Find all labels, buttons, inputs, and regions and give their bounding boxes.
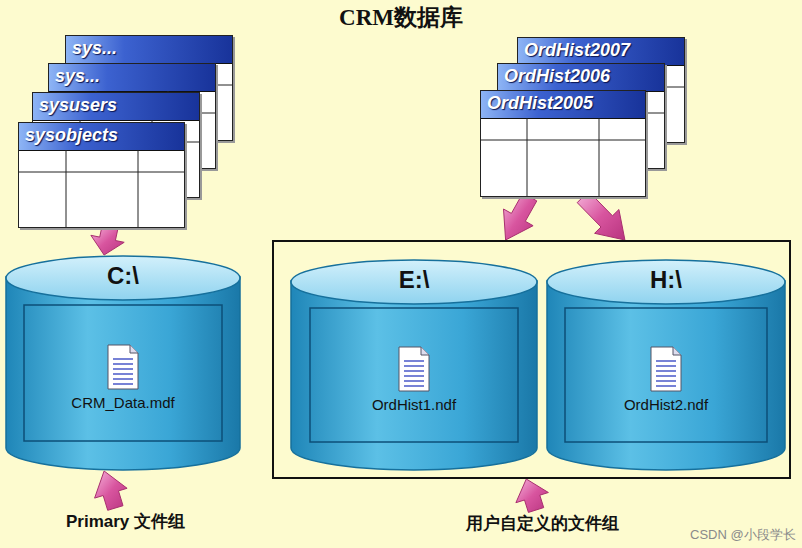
drive-letter: E:\ bbox=[290, 266, 538, 294]
cylinder-top bbox=[6, 256, 240, 300]
file-fold bbox=[130, 345, 138, 353]
block-arrow bbox=[91, 226, 124, 255]
block-arrow bbox=[95, 471, 128, 510]
table-header: sys... bbox=[49, 64, 215, 92]
grid-line bbox=[66, 150, 67, 227]
file-line bbox=[113, 373, 133, 375]
file-line bbox=[656, 380, 676, 382]
table-card: OrdHist2005 bbox=[480, 90, 646, 197]
table-header: sysobjects bbox=[19, 123, 184, 151]
file-line bbox=[113, 358, 133, 360]
file-fold bbox=[421, 347, 429, 355]
table-name: OrdHist2007 bbox=[524, 40, 630, 61]
table-header: OrdHist2006 bbox=[498, 64, 664, 92]
table-grid bbox=[481, 118, 645, 196]
file-line bbox=[404, 380, 424, 382]
table-name: OrdHist2006 bbox=[504, 66, 610, 87]
cylinder-top bbox=[547, 260, 785, 304]
block-arrow bbox=[516, 479, 549, 512]
table-header: OrdHist2007 bbox=[518, 38, 684, 66]
table-card: sysobjects bbox=[18, 122, 185, 228]
inner-frame bbox=[24, 305, 222, 441]
file-line bbox=[404, 370, 424, 372]
filegroup-label: Primary 文件组 bbox=[62, 508, 189, 535]
file-page bbox=[651, 347, 681, 391]
cylinder-body bbox=[6, 277, 240, 470]
file-line bbox=[113, 363, 133, 365]
table-name: OrdHist2005 bbox=[487, 93, 593, 114]
file-line bbox=[113, 383, 133, 385]
cylinder-body bbox=[291, 281, 537, 470]
file-name: CRM_Data.mdf bbox=[5, 394, 241, 411]
table-name: sysobjects bbox=[25, 125, 118, 146]
file-line bbox=[404, 365, 424, 367]
table-name: sysusers bbox=[39, 95, 117, 116]
file-line bbox=[404, 375, 424, 377]
block-arrow bbox=[577, 191, 625, 240]
filegroup-box: E:\ OrdHist1.ndf H:\ OrdHist2.ndf bbox=[272, 240, 791, 479]
table-header: sys... bbox=[66, 36, 232, 64]
file-line bbox=[656, 375, 676, 377]
label-text: Primary 文件组 bbox=[66, 512, 185, 531]
drive-letter: H:\ bbox=[546, 266, 786, 294]
file-line bbox=[113, 378, 133, 380]
disk-cylinder: C:\ CRM_Data.mdf bbox=[5, 255, 241, 471]
file-line bbox=[404, 360, 424, 362]
watermark: CSDN @小段学长 bbox=[690, 526, 796, 544]
file-icon bbox=[397, 346, 431, 392]
file-line bbox=[656, 360, 676, 362]
inner-frame bbox=[565, 308, 767, 442]
file-line bbox=[113, 368, 133, 370]
grid-line bbox=[481, 140, 645, 141]
drive-letter: C:\ bbox=[5, 262, 241, 290]
file-icon bbox=[649, 346, 683, 392]
table-name: sys... bbox=[55, 66, 100, 87]
file-page bbox=[108, 345, 138, 389]
table-header: sysusers bbox=[33, 93, 199, 121]
file-name: OrdHist2.ndf bbox=[546, 396, 786, 413]
inner-frame bbox=[310, 308, 518, 442]
file-line bbox=[404, 385, 424, 387]
disk-cylinder: H:\ OrdHist2.ndf bbox=[546, 259, 786, 471]
file-page bbox=[399, 347, 429, 391]
file-line bbox=[656, 370, 676, 372]
file-name: OrdHist1.ndf bbox=[290, 396, 538, 413]
grid-line bbox=[599, 118, 600, 196]
grid-line bbox=[527, 118, 528, 196]
disk-cylinder: E:\ OrdHist1.ndf bbox=[290, 259, 538, 471]
cylinder-top bbox=[291, 260, 537, 304]
file-line bbox=[656, 365, 676, 367]
grid-line bbox=[19, 172, 184, 173]
diagram-title: CRM数据库 bbox=[0, 2, 802, 33]
table-name: sys... bbox=[72, 38, 117, 59]
cylinder-body bbox=[547, 281, 785, 470]
table-grid bbox=[19, 150, 184, 227]
label-text: 用户自定义的文件组 bbox=[466, 514, 619, 533]
file-icon bbox=[106, 344, 140, 390]
filegroup-label: 用户自定义的文件组 bbox=[462, 510, 623, 537]
table-header: OrdHist2005 bbox=[481, 91, 645, 119]
file-line bbox=[656, 385, 676, 387]
block-arrow bbox=[504, 193, 537, 240]
grid-line bbox=[138, 150, 139, 227]
file-fold bbox=[673, 347, 681, 355]
